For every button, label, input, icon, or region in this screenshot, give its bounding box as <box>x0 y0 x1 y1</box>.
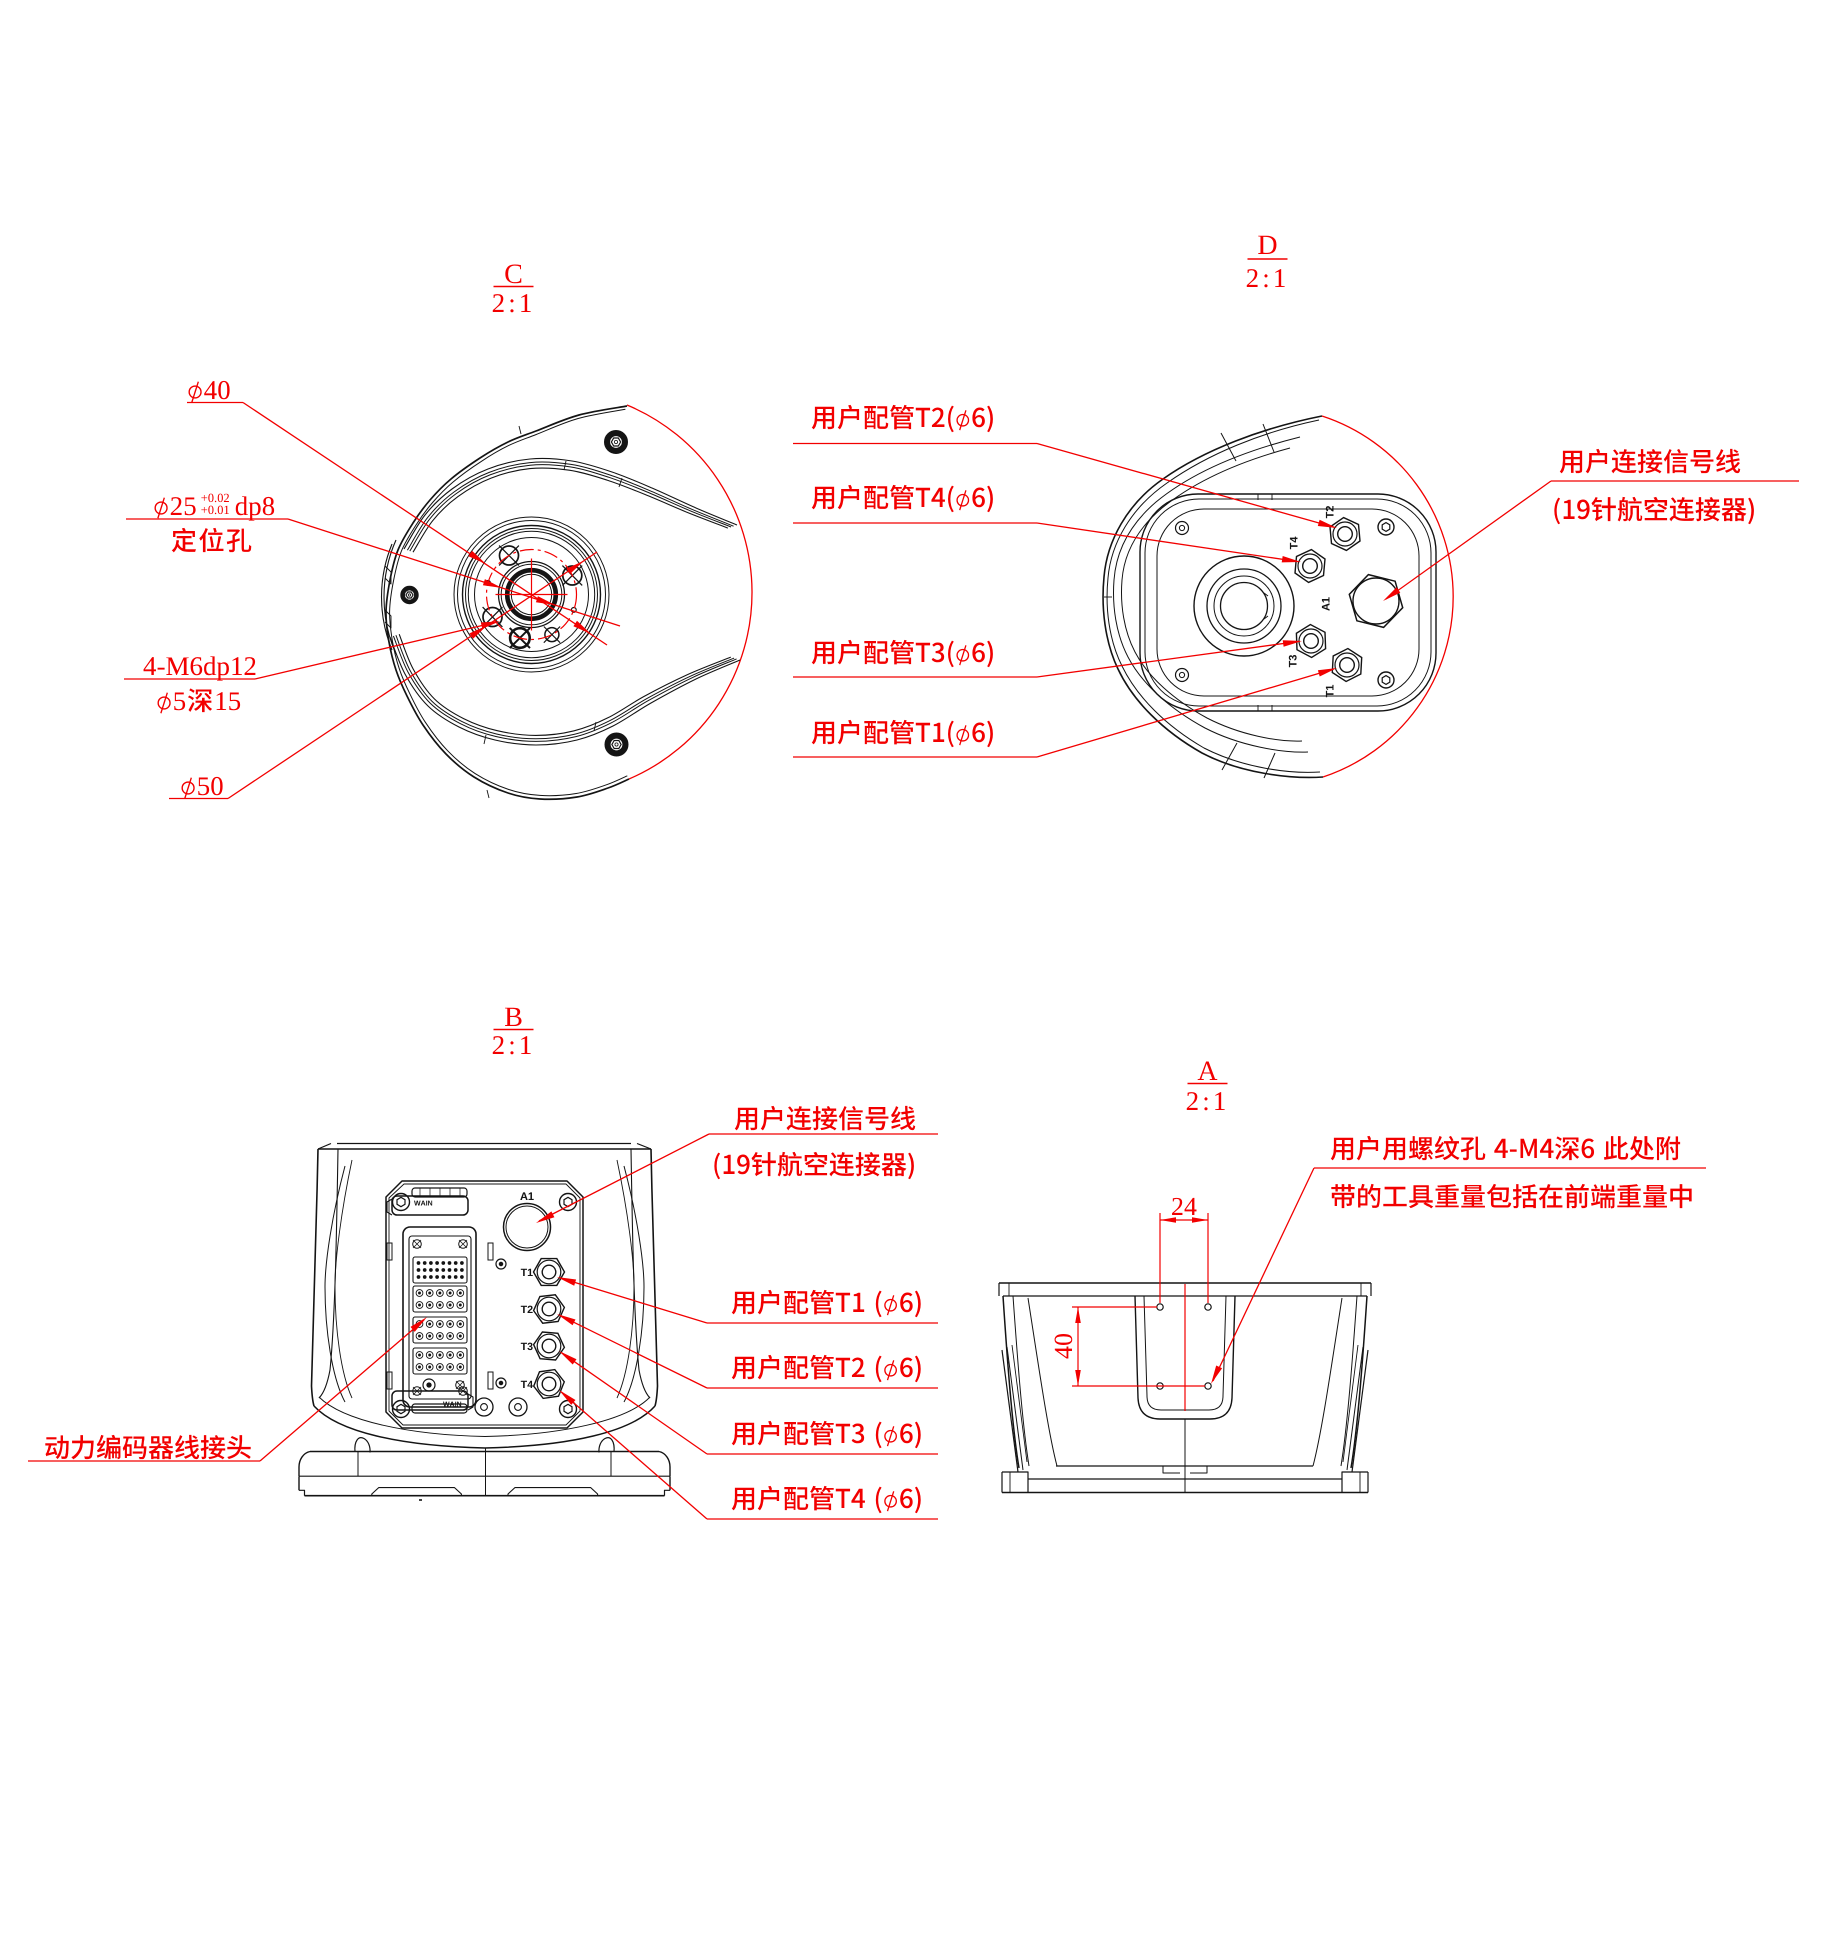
label-a-note1-text: 用户用螺纹孔 4-M4深6 此处附 <box>1330 1134 1678 1164</box>
label-d-pipe_t4: 用户配管T4(φ6) <box>793 483 1301 563</box>
label-dia50-text: φ50 <box>180 771 228 801</box>
label-d-signal: 用户连接信号线 (19针航空连接器) <box>1383 447 1799 601</box>
label-dia40-text: φ40 <box>187 375 235 405</box>
pneumatic-fitting <box>532 1294 566 1324</box>
label-a-note2-text: 带的工具重量包括在前端重量中 <box>1330 1182 1694 1212</box>
label-b-signal1-text: 用户连接信号线 <box>734 1104 916 1134</box>
label-b-signal: 用户连接信号线 (19针航空连接器) <box>536 1104 938 1223</box>
hex-socket-screw <box>1377 671 1395 689</box>
label-b-pipe_t1-text: 用户配管T1 (φ6) <box>731 1288 921 1318</box>
view-d-id: D <box>1257 229 1277 260</box>
label-d-signal1-text: 用户连接信号线 <box>1559 447 1741 477</box>
view-b-connector: WAIN <box>386 1187 494 1414</box>
view-b-body <box>310 1142 659 1407</box>
label-d-pipe_t1-text: 用户配管T1(φ6) <box>811 718 994 748</box>
hex-socket-screw <box>604 732 629 757</box>
dim-24-text: 24 <box>1171 1191 1200 1221</box>
label-dia40: φ40 <box>187 375 608 646</box>
view-d-port-a1: A1 <box>1317 591 1329 604</box>
hex-socket-screw <box>604 430 628 454</box>
label-b-pipe_t3-text: 用户配管T3 (φ6) <box>731 1419 921 1449</box>
view-c-body <box>380 404 753 801</box>
view-c-cover-screws <box>400 430 629 757</box>
label-b-signal2-text: (19针航空连接器) <box>712 1150 914 1180</box>
view-c-title: C2:1 <box>492 258 534 318</box>
view-d-annotations: 用户配管T2(φ6) 用户配管T4(φ6) 用户配管T3(φ6) 用户配管T1(φ6)… <box>793 403 1799 758</box>
label-b-pipe_t4-text: 用户配管T4 (φ6) <box>731 1484 921 1514</box>
label-d-signal2-text: (19针航空连接器) <box>1552 495 1754 525</box>
label-dia25-suffix: dp8 <box>235 491 280 521</box>
dim-24: 24 <box>1159 1191 1209 1303</box>
view-d-title: D2:1 <box>1246 229 1288 293</box>
label-d-pipe_t3-text: 用户配管T3(φ6) <box>811 638 994 668</box>
hex-socket-screw <box>400 585 419 605</box>
view-a-id: A <box>1197 1055 1216 1086</box>
view-b-scale: 2:1 <box>492 1030 530 1060</box>
view-b-id: B <box>504 1001 523 1032</box>
view-b-title: B2:1 <box>492 1001 534 1060</box>
label-b-encoder: 动力编码器线接头 <box>28 1317 427 1463</box>
dim-40: 40 <box>1042 1306 1205 1387</box>
view-c-scale: 2:1 <box>492 288 530 318</box>
label-dia25-tol-lower: +0.01 <box>201 503 233 517</box>
pneumatic-fitting <box>532 1331 566 1361</box>
label-d-pipe_t4-text: 用户配管T4(φ6) <box>811 483 994 513</box>
label-b-pipe_t2-text: 用户配管T2 (φ6) <box>731 1353 921 1383</box>
view-d-scale: 2:1 <box>1246 263 1284 293</box>
pneumatic-fitting <box>1294 548 1326 584</box>
view-b-panel <box>385 1180 584 1429</box>
view-b-base <box>298 1396 671 1501</box>
label-d-pipe_t1: 用户配管T1(φ6) <box>793 668 1337 758</box>
label-b-pipe_t1: 用户配管T1 (φ6) <box>557 1277 938 1324</box>
view-b-port-t2: T2 <box>521 1304 533 1316</box>
view-d-body <box>1102 415 1454 779</box>
view-a-title: A2:1 <box>1186 1055 1228 1116</box>
label-d-pipe_t2-text: 用户配管T2(φ6) <box>811 403 994 433</box>
dim-40-text: 40 <box>1042 1317 1072 1346</box>
view-d-port-t4: T4 <box>1285 530 1297 543</box>
view-d-axis-bore <box>1193 555 1295 657</box>
pneumatic-fitting <box>1331 647 1363 683</box>
label-d-pipe_t2: 用户配管T2(φ6) <box>793 403 1337 528</box>
view-a-scale: 2:1 <box>1186 1086 1224 1116</box>
hex-socket-screw <box>1377 518 1395 536</box>
label-m6-text: 4-M6dp12 <box>143 651 265 681</box>
label-b-encoder-text: 动力编码器线接头 <box>44 1433 252 1463</box>
label-dia25-name: 定位孔 <box>171 526 249 556</box>
hex-socket-screw <box>391 1399 411 1419</box>
label-pin-hole-text: φ5深15 <box>156 686 246 716</box>
label-b-pipe_t4: 用户配管T4 (φ6) <box>559 1390 938 1520</box>
pneumatic-fitting <box>532 1257 566 1287</box>
view-d-port-t2: T2 <box>1321 499 1333 512</box>
label-m6: 4-M6dp12 φ5深15 <box>124 621 500 716</box>
label-dia50: φ50 <box>169 551 598 801</box>
label-b-pipe_t2: 用户配管T2 (φ6) <box>557 1314 938 1389</box>
view-d-port-t1: T1 <box>1321 678 1333 691</box>
view-d-plate <box>1139 493 1437 712</box>
view-b-port-t1: T1 <box>521 1267 533 1279</box>
label-b-pipe_t3: 用户配管T3 (φ6) <box>559 1351 938 1455</box>
tapped-hole-symbol <box>543 626 561 644</box>
view-b-port-t4: T4 <box>521 1379 533 1391</box>
view-d-port-t3: T3 <box>1284 648 1296 661</box>
view-c-id: C <box>504 258 524 289</box>
view-b-connector-brand: WAIN <box>443 1402 461 1409</box>
view-b-annotations: 用户连接信号线 (19针航空连接器) 用户配管T1 (φ6) 用户配管T2 (φ6) 用… <box>28 1104 938 1520</box>
label-dia25-text: φ25 <box>153 491 201 521</box>
label-d-pipe_t3: 用户配管T3(φ6) <box>793 638 1302 678</box>
view-b-port-a1: A1 <box>520 1191 533 1203</box>
pneumatic-fitting <box>532 1368 566 1400</box>
view-b-port-t3: T3 <box>521 1341 533 1353</box>
